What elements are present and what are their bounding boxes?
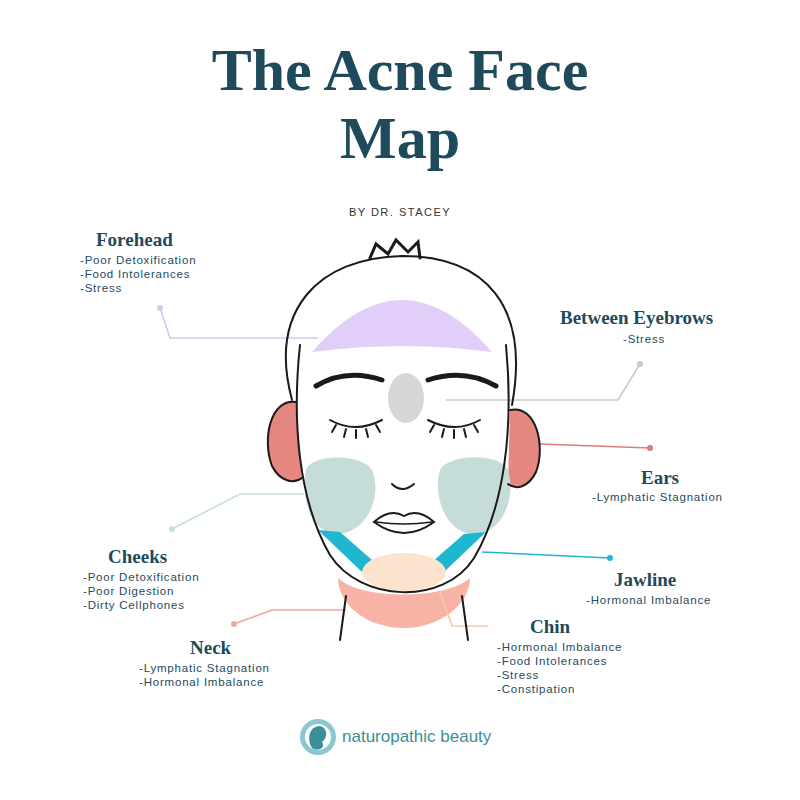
cause-item: -Hormonal Imbalance bbox=[139, 675, 264, 689]
cause-item: -Lymphatic Stagnation bbox=[592, 490, 723, 504]
page-title: The Acne Face Map bbox=[165, 36, 635, 172]
region-heading: Neck bbox=[190, 637, 231, 659]
cause-item: -Hormonal Imbalance bbox=[586, 593, 711, 607]
region-heading: Cheeks bbox=[108, 546, 167, 568]
region-heading: Chin bbox=[530, 616, 570, 638]
cause-item: -Constipation bbox=[497, 682, 575, 696]
region-heading: Ears bbox=[641, 467, 679, 489]
cause-item: -Hormonal Imbalance bbox=[497, 640, 622, 654]
cause-item: -Stress bbox=[497, 668, 539, 682]
cause-item: -Stress bbox=[623, 332, 665, 346]
brand-name: naturopathic beauty bbox=[342, 727, 491, 747]
region-heading: Between Eyebrows bbox=[560, 307, 713, 329]
region-heading: Forehead bbox=[96, 229, 173, 251]
cause-item: -Poor Digestion bbox=[83, 584, 174, 598]
cause-item: -Stress bbox=[80, 281, 122, 295]
region-heading: Jawline bbox=[614, 569, 676, 591]
cause-item: -Poor Detoxification bbox=[80, 253, 196, 267]
cause-item: -Food Intolerances bbox=[80, 267, 190, 281]
cause-item: -Poor Detoxification bbox=[83, 570, 199, 584]
cause-item: -Food Intolerances bbox=[497, 654, 607, 668]
byline: BY DR. STACEY bbox=[349, 205, 451, 219]
cause-item: -Lymphatic Stagnation bbox=[139, 661, 270, 675]
cause-item: -Dirty Cellphones bbox=[83, 598, 185, 612]
